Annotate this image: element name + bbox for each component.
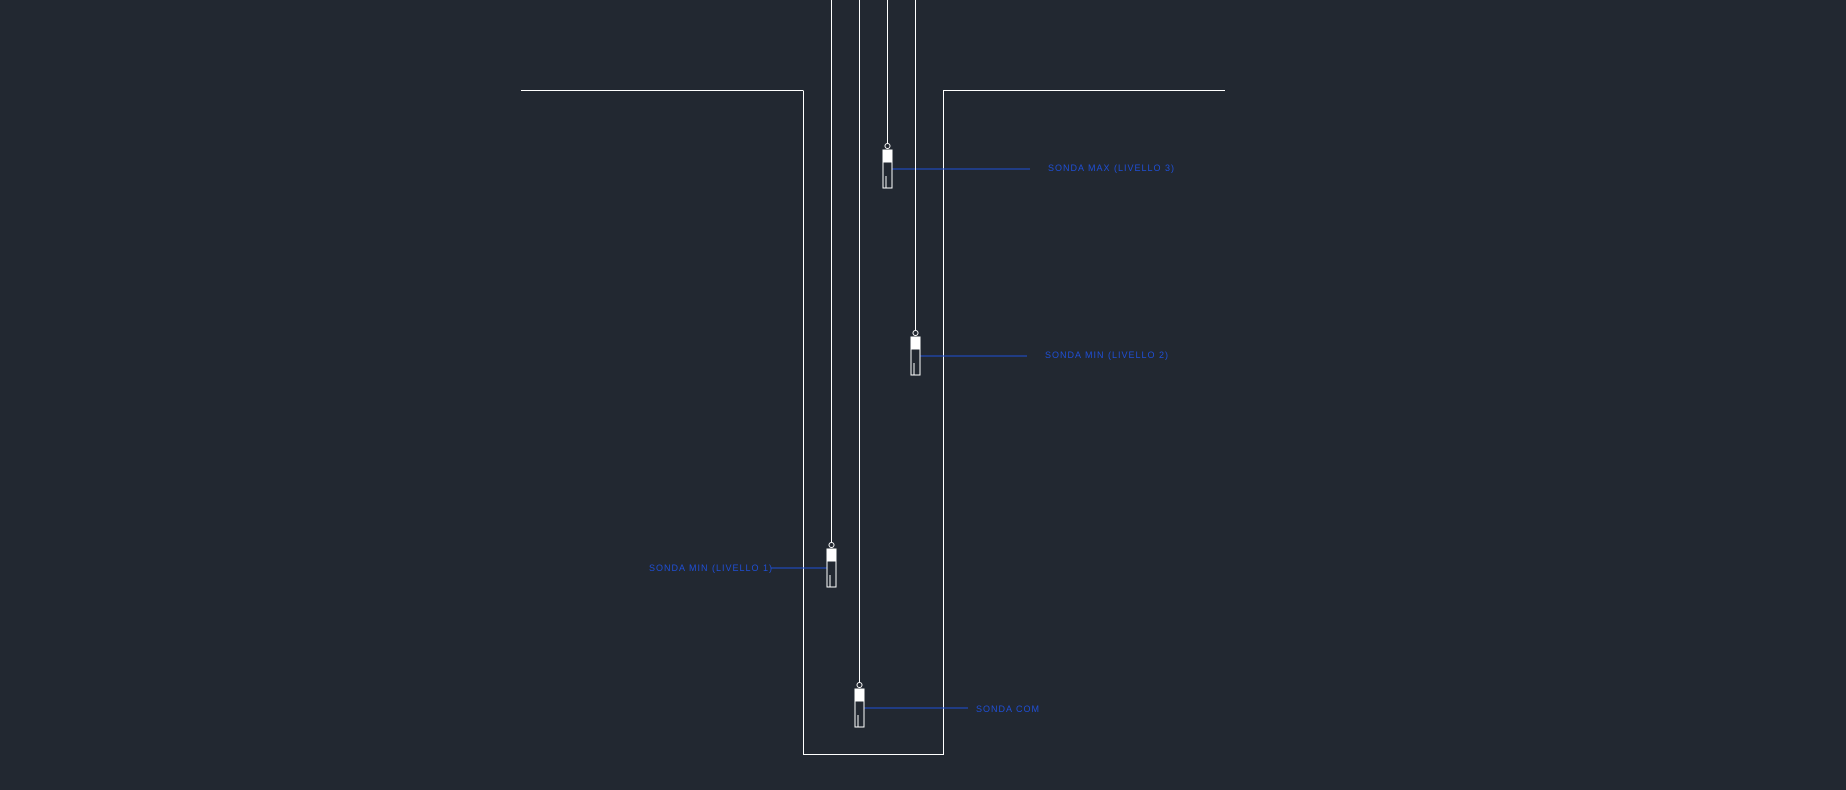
probe-label-min2: SONDA MIN (LIVELLO 2) bbox=[1045, 350, 1169, 360]
probe-hook-max3 bbox=[884, 143, 891, 149]
probe-label-com: SONDA COM bbox=[976, 704, 1040, 714]
well-shaft bbox=[803, 90, 944, 755]
probe-cap-min2 bbox=[910, 336, 921, 350]
probe-body-com bbox=[854, 700, 865, 728]
probe-hook-com bbox=[856, 682, 863, 688]
probe-hook-min2 bbox=[912, 330, 919, 336]
probe-body-min1 bbox=[826, 560, 837, 588]
probe-label-min1: SONDA MIN (LIVELLO 1) bbox=[649, 563, 773, 573]
probe-cap-max3 bbox=[882, 149, 893, 163]
probe-body-min2 bbox=[910, 348, 921, 376]
probe-body-max3 bbox=[882, 161, 893, 189]
probe-hook-min1 bbox=[828, 542, 835, 548]
probe-label-max3: SONDA MAX (LIVELLO 3) bbox=[1048, 163, 1175, 173]
probe-cap-com bbox=[854, 688, 865, 702]
probe-cap-min1 bbox=[826, 548, 837, 562]
probe-group bbox=[771, 0, 1030, 728]
